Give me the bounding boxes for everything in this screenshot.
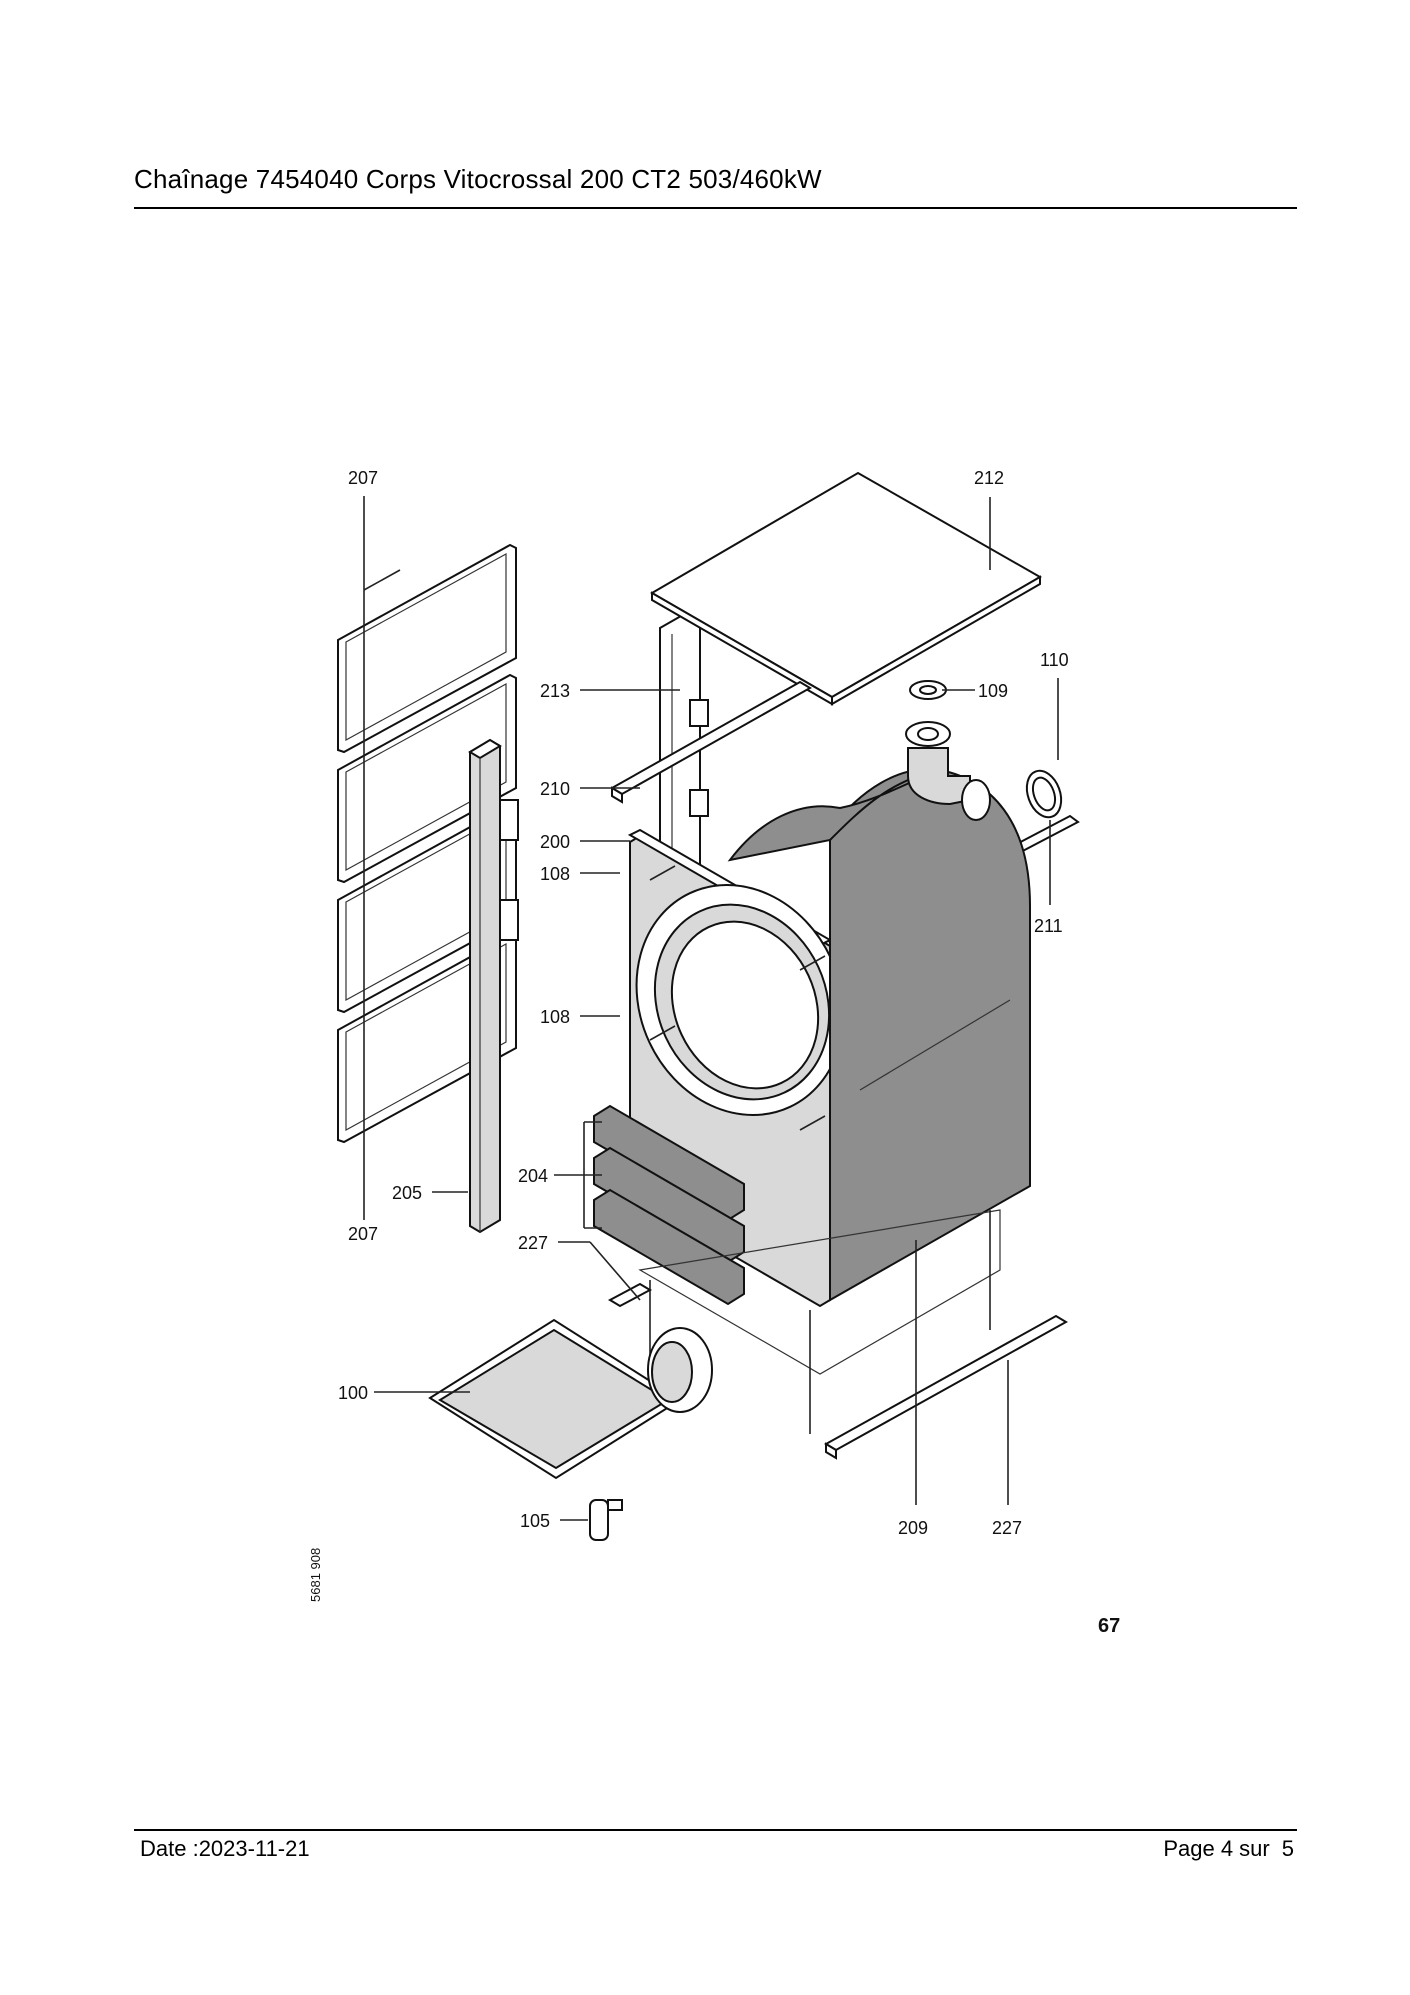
callout-205: 205 (392, 1183, 422, 1203)
callout-212: 212 (974, 468, 1004, 488)
callout-213: 213 (540, 681, 570, 701)
footer-divider (134, 1829, 1297, 1831)
flue-outlet (905, 680, 1063, 821)
callout-110: 110 (1040, 650, 1069, 670)
callout-108-mid: 108 (540, 1007, 570, 1027)
callout-100: 100 (338, 1383, 368, 1403)
condensate-tray-100 (428, 1318, 713, 1480)
callout-227-left: 227 (518, 1233, 548, 1253)
callout-209: 209 (898, 1518, 928, 1538)
leader-lines (363, 496, 1059, 1521)
page-title: Chaînage 7454040 Corps Vitocrossal 200 C… (134, 164, 822, 194)
page-marker: 67 (1098, 1615, 1120, 1637)
callout-207-bottom: 207 (348, 1224, 378, 1244)
callout-204: 204 (518, 1166, 548, 1186)
callout-207-top: 207 (348, 468, 378, 488)
callout-108-top: 108 (540, 864, 570, 884)
header-divider (134, 207, 1297, 209)
siphon-105 (589, 1499, 623, 1541)
drawing-code: 5681 908 (308, 1548, 323, 1602)
vertical-column-205 (468, 738, 519, 1234)
grey-casing-209 (727, 768, 1031, 1302)
callout-211: 211 (1034, 916, 1063, 936)
page-prefix: Page 4 sur (1163, 1836, 1270, 1861)
callout-200: 200 (540, 832, 570, 852)
callout-109: 109 (978, 681, 1008, 701)
footer-page-number: Page 4 sur 5 (1163, 1836, 1294, 1862)
callout-105: 105 (520, 1511, 550, 1531)
page-total: 5 (1281, 1836, 1294, 1861)
footer-date: Date :2023-11-21 (140, 1836, 310, 1861)
cross-bar-210 (610, 680, 812, 804)
callout-210: 210 (540, 779, 570, 799)
top-cover-212 (650, 471, 1043, 706)
baffles-204 (593, 1104, 745, 1306)
callout-227-right: 227 (992, 1518, 1022, 1538)
